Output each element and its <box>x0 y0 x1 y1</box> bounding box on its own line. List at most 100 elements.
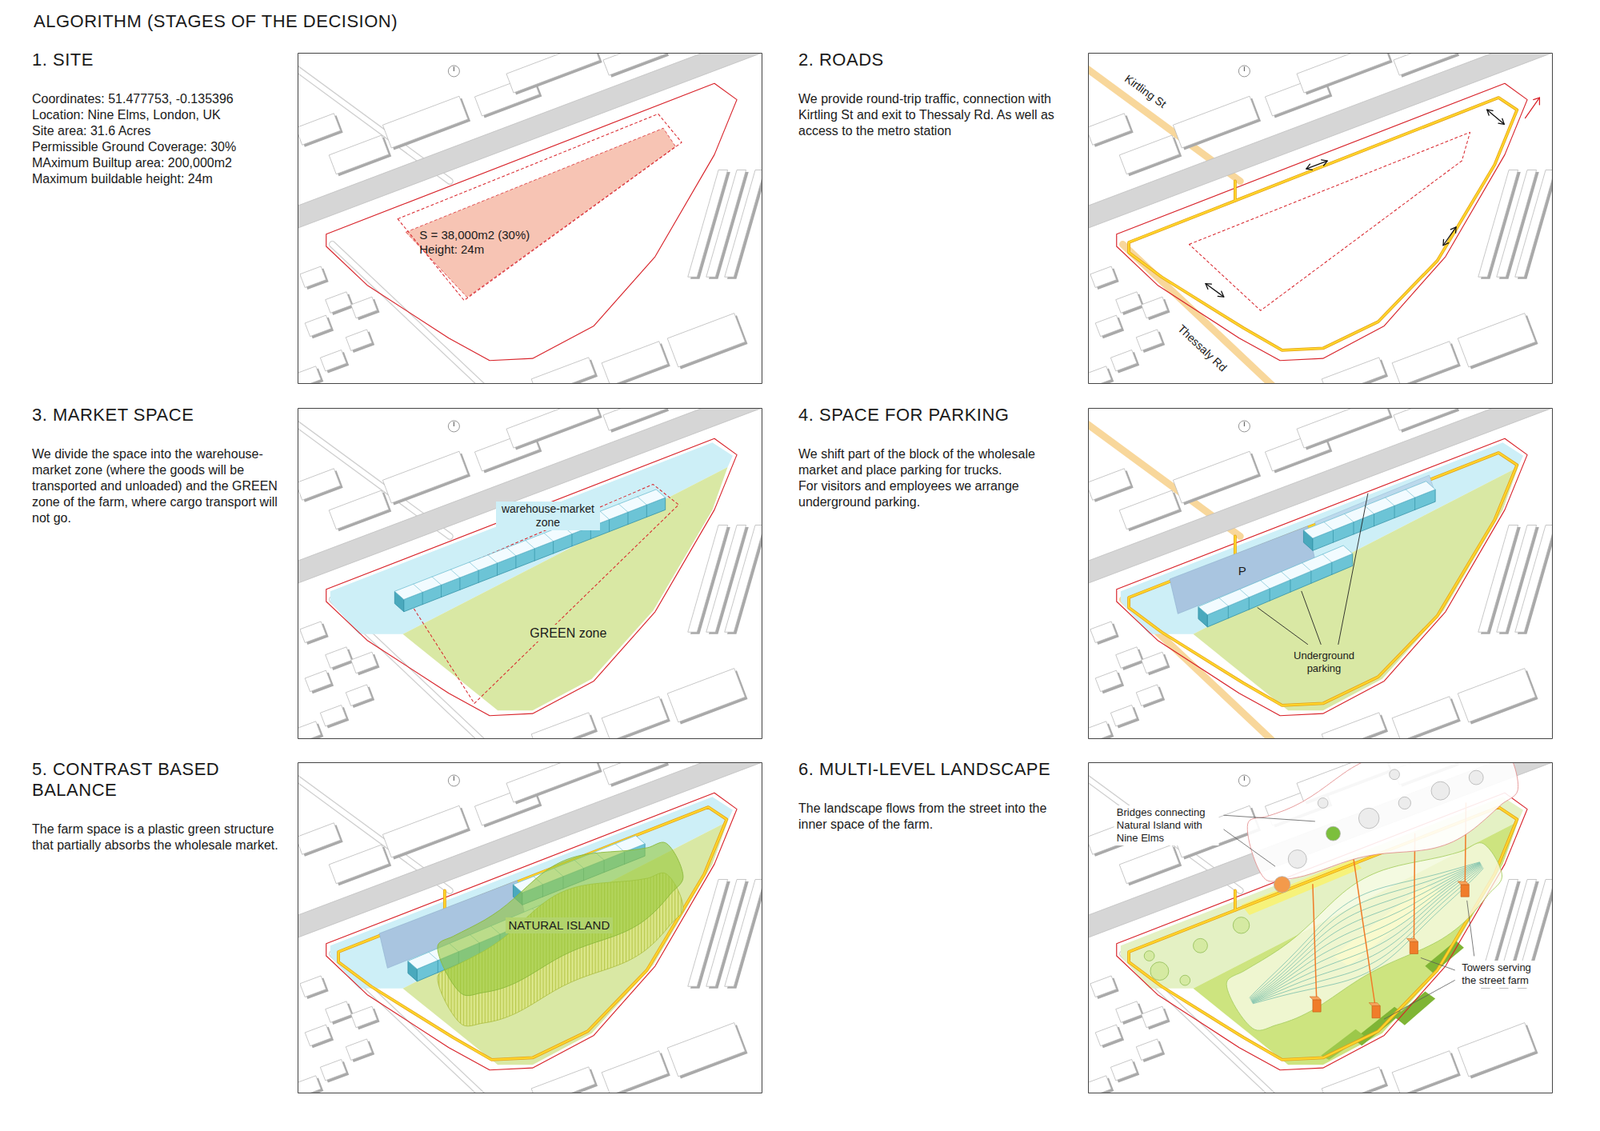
lawn-circle <box>1193 938 1208 953</box>
building <box>1172 451 1258 504</box>
market-bay <box>1344 513 1354 522</box>
building <box>724 169 763 277</box>
market-bay <box>1248 597 1250 610</box>
market-bay <box>608 519 610 532</box>
market-bay <box>413 584 423 592</box>
site-boundary <box>326 83 737 360</box>
deck-opening <box>1317 798 1328 809</box>
building <box>724 524 763 632</box>
north-tick <box>453 421 455 427</box>
building <box>1457 1023 1536 1077</box>
stage-panel: 5. CONTRAST BASED BALANCEThe farm space … <box>32 759 763 1094</box>
building <box>1515 524 1553 632</box>
building <box>300 976 327 997</box>
arrow-head <box>1450 227 1456 233</box>
market-bay <box>506 548 516 556</box>
metro-arrow-head <box>1533 97 1540 105</box>
market-bay <box>534 548 536 561</box>
contour-line <box>1252 865 1482 1003</box>
building <box>506 762 600 803</box>
deck-opening <box>1398 796 1411 809</box>
building <box>1321 357 1386 384</box>
leader-line <box>1467 900 1475 956</box>
buildable-area <box>405 128 676 297</box>
contour-line <box>1252 867 1484 1004</box>
market-bay <box>1332 530 1334 543</box>
building <box>320 349 347 371</box>
stage-heading: 3. MARKET SPACE <box>32 404 264 426</box>
building <box>297 721 321 740</box>
buildable-limit <box>1188 132 1470 311</box>
arrow-head <box>1487 109 1493 116</box>
market-bay <box>1324 522 1333 531</box>
building <box>1119 135 1180 175</box>
building <box>1088 721 1112 740</box>
market-bay <box>571 534 572 547</box>
building <box>382 96 468 148</box>
stage-panel: 2. ROADSWe provide round-trip traffic, c… <box>798 49 1553 384</box>
building <box>1090 976 1117 997</box>
market-bay <box>1353 522 1355 535</box>
site-road <box>1128 97 1517 351</box>
lawn-circle <box>1150 962 1169 981</box>
north-tick <box>453 776 455 781</box>
building <box>304 1024 332 1046</box>
stage-description: Location: Nine Elms, London, UK <box>32 107 284 124</box>
building <box>667 1023 745 1077</box>
contour-line <box>1249 862 1480 999</box>
building <box>351 652 378 673</box>
green-zone <box>1193 467 1519 711</box>
stage-text-column: 2. ROADSWe provide round-trip traffic, c… <box>798 49 1075 140</box>
site-road <box>1234 891 1236 911</box>
building <box>1321 1067 1386 1094</box>
leader-line <box>1301 591 1321 644</box>
stage-text-column: 1. SITECoordinates: 51.477753, -0.135396… <box>32 49 284 188</box>
building <box>1392 696 1458 740</box>
stage-panel: 3. MARKET SPACEWe divide the space into … <box>32 404 763 740</box>
zone-label-box: warehouse-market zone <box>496 501 600 531</box>
market-block-roof <box>1303 481 1436 539</box>
north-tick <box>1244 776 1245 781</box>
building <box>1088 468 1132 500</box>
map-ground <box>297 762 763 1094</box>
leader-line <box>1420 958 1455 971</box>
arrow-head <box>1217 291 1224 297</box>
arrow-head <box>1443 239 1449 245</box>
stage-panel: 1. SITECoordinates: 51.477753, -0.135396… <box>32 49 763 384</box>
contour-line <box>1251 864 1481 1002</box>
site-map <box>297 408 763 740</box>
stage-panel: 4. SPACE FOR PARKINGWe shift part of the… <box>798 404 1553 740</box>
farm-tower <box>1409 941 1418 954</box>
building <box>351 296 378 318</box>
north-tick <box>453 66 455 72</box>
site-road-edge <box>1233 891 1237 911</box>
market-bay <box>1405 489 1415 498</box>
building <box>506 408 600 448</box>
building <box>328 135 389 175</box>
buildable-limit <box>403 484 680 704</box>
building <box>300 621 327 643</box>
market-bay <box>1301 563 1311 572</box>
stage-heading: 5. CONTRAST BASED BALANCE <box>32 759 264 801</box>
lawn-circle <box>1180 975 1191 986</box>
building <box>1136 684 1163 706</box>
market-bay <box>1373 513 1375 526</box>
building <box>531 712 596 740</box>
building <box>345 1039 372 1060</box>
site-road-edge <box>1233 181 1237 201</box>
building <box>1136 329 1163 351</box>
building <box>667 668 745 723</box>
stage-description: Site area: 31.6 Acres <box>32 123 284 140</box>
building <box>382 451 468 504</box>
zone-label-box: GREEN zone <box>526 624 610 642</box>
stage-description: For visitors and employees we arrange un… <box>798 478 1075 511</box>
green-zone <box>403 821 728 1065</box>
north-symbol <box>448 420 460 432</box>
building <box>1296 408 1390 448</box>
building <box>1321 712 1386 740</box>
building <box>601 341 668 384</box>
building <box>328 844 389 884</box>
lawn-circle <box>1144 951 1155 962</box>
north-tick <box>1244 421 1245 427</box>
building <box>1457 313 1536 368</box>
